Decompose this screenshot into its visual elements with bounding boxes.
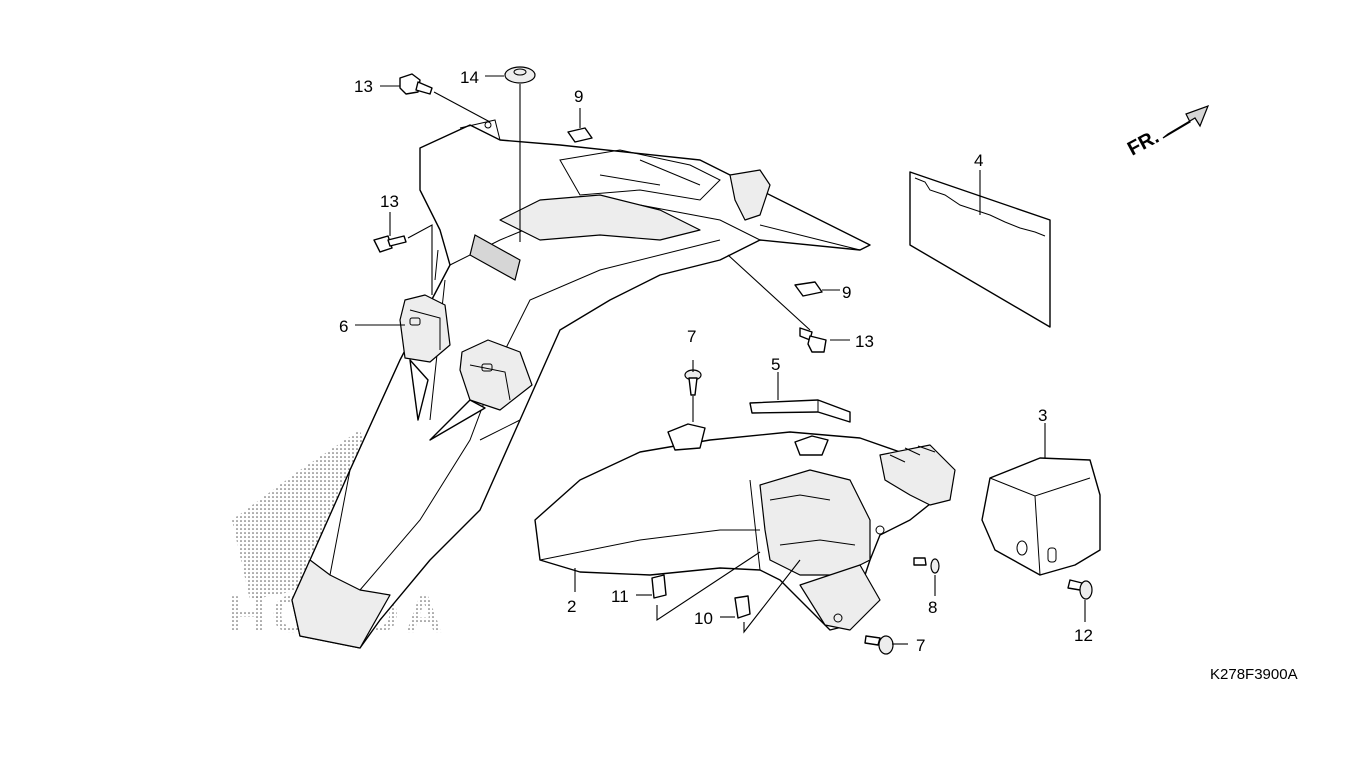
callout-8: 8 (928, 598, 937, 617)
screw-12 (1067, 579, 1093, 600)
rear-cover (981, 457, 1101, 576)
bracket-right (429, 339, 533, 441)
bolt-13-right (799, 327, 827, 353)
callout-9-right: 9 (842, 283, 851, 302)
callout-2: 2 (567, 597, 576, 616)
callout-12: 12 (1074, 626, 1093, 645)
callout-11: 11 (611, 587, 629, 606)
callout-3: 3 (1038, 406, 1047, 425)
callout-6: 6 (339, 317, 348, 336)
callout-5: 5 (771, 355, 780, 374)
front-label: FR. (1124, 126, 1163, 161)
clip-11 (651, 574, 667, 599)
callout-7-top: 7 (687, 327, 696, 346)
front-arrow-icon (1162, 104, 1210, 139)
callout-4: 4 (974, 151, 983, 170)
bracket-left (399, 294, 451, 421)
callout-13-top: 13 (354, 77, 373, 96)
hex-key (749, 399, 851, 423)
grommet-14 (504, 66, 536, 84)
screw-7-top (684, 369, 702, 396)
clip-10 (734, 595, 751, 619)
screw-8 (913, 557, 940, 574)
callout-13-left: 13 (380, 192, 399, 211)
bolt-13-left (373, 235, 407, 253)
callout-10: 10 (694, 609, 713, 628)
callouts: 2 3 4 5 6 7 7 8 9 9 10 11 12 13 13 13 14 (339, 68, 1093, 655)
bolt-13-top (399, 73, 433, 95)
screw-7-bottom (864, 635, 894, 655)
drawing-code: K278F3900A (1210, 666, 1298, 683)
rear-fender-a (534, 423, 956, 631)
license-plate (909, 171, 1051, 328)
callout-13-right: 13 (855, 332, 874, 351)
clip-nut-9-right (794, 281, 823, 297)
callout-14: 14 (460, 68, 479, 87)
leader-lines (355, 75, 1086, 645)
clip-nut-9-top (567, 127, 593, 143)
front-direction-indicator: FR. (1124, 104, 1210, 161)
callout-9-top: 9 (574, 87, 583, 106)
callout-7-bottom: 7 (916, 636, 925, 655)
